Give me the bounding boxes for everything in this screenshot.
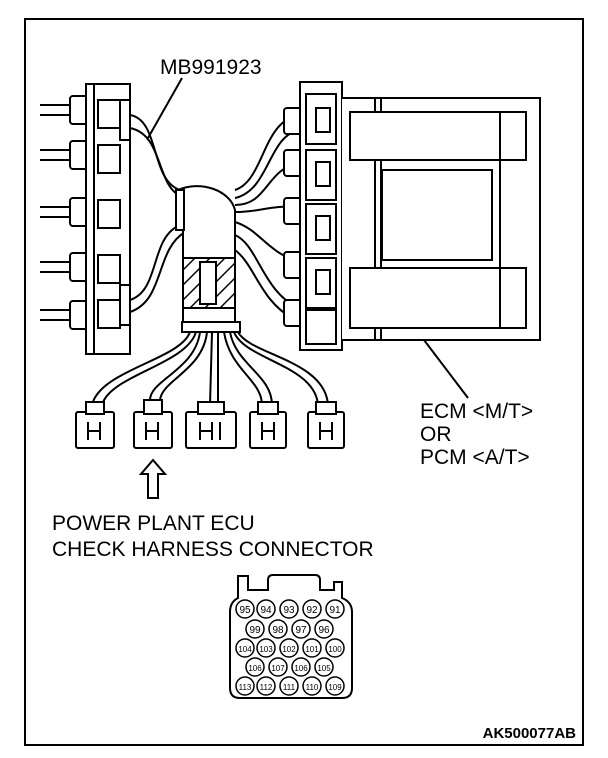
- pin-label: 102: [282, 645, 296, 654]
- harness-wires-bottom: [91, 331, 329, 406]
- ecu-label-line2: OR: [420, 423, 452, 446]
- pin-label: 110: [306, 683, 319, 692]
- pin-label: 93: [283, 605, 295, 616]
- pin-label: 97: [295, 625, 307, 636]
- ecu-label-line1: ECM <M/T>: [420, 400, 533, 423]
- pin-label: 92: [306, 605, 318, 616]
- up-arrow-icon: [138, 458, 168, 499]
- tool-label-leader: [147, 77, 183, 139]
- tool-label: MB991923: [160, 56, 262, 79]
- pin-label: 104: [238, 645, 252, 654]
- connector-title-line1: POWER PLANT ECU: [52, 512, 255, 535]
- pin-label: 94: [260, 605, 272, 616]
- ecu-label-leader: [423, 339, 469, 399]
- pin-label: 112: [260, 683, 273, 692]
- pin-label: 101: [305, 645, 319, 654]
- pin-label: 106: [294, 664, 308, 673]
- harness-bundle: [175, 185, 241, 333]
- pin-label: 96: [318, 625, 330, 636]
- connector-title-line2: CHECK HARNESS CONNECTOR: [52, 538, 374, 561]
- figure-code: AK500077AB: [483, 725, 577, 742]
- pin-label: 100: [328, 645, 342, 654]
- pin-label: 91: [329, 605, 341, 616]
- left-wire-stubs: [40, 104, 70, 321]
- left-adapter-block: [85, 83, 131, 355]
- pin-label: 111: [283, 683, 296, 692]
- pin-label: 109: [328, 683, 342, 692]
- pin-label: 106: [248, 664, 262, 673]
- ecu-label-line3: PCM <A/T>: [420, 446, 530, 469]
- diagram-frame: [24, 18, 584, 746]
- pin-label: 99: [249, 625, 261, 636]
- check-harness-connector-face: [229, 574, 353, 699]
- pin-label: 105: [317, 664, 331, 673]
- pin-label: 95: [239, 605, 251, 616]
- bottom-connectors: [75, 399, 345, 449]
- ecu-body: [299, 81, 541, 351]
- bottom-connector-pins: [87, 422, 333, 440]
- pin-label: 98: [272, 625, 284, 636]
- pin-label: 103: [259, 645, 273, 654]
- pin-labels: 95 94 93 92 91 99 98 97 96 104 103 102 1…: [238, 605, 342, 692]
- pin-label: 113: [239, 683, 252, 692]
- pin-label: 107: [271, 664, 285, 673]
